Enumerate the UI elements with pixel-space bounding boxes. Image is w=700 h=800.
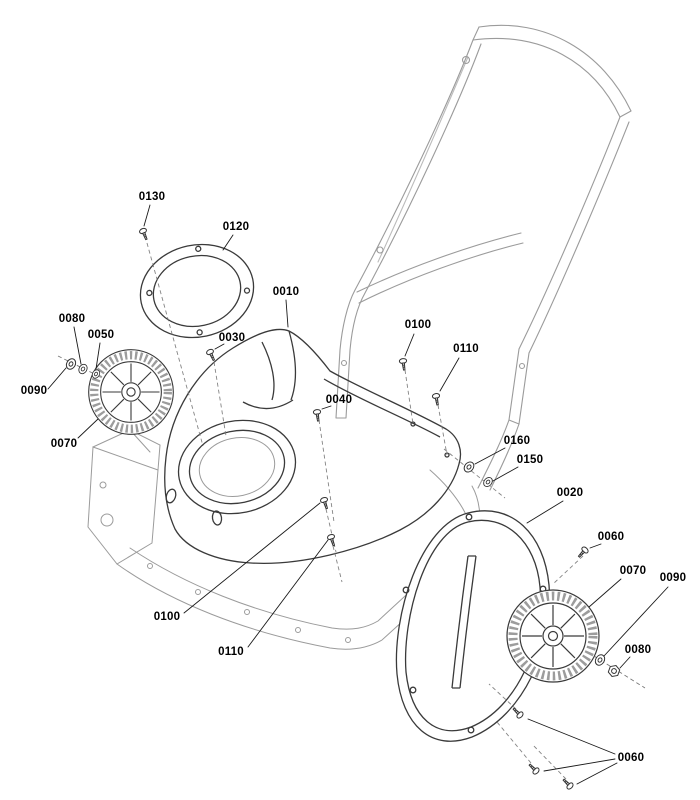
screw-0030 <box>205 347 218 363</box>
part-label-0030: 0030 <box>218 332 246 344</box>
part-label-0110-upper: 0110 <box>453 343 479 355</box>
part-label-0070-right: 0070 <box>619 565 647 577</box>
part-label-0100-upper: 0100 <box>404 319 432 331</box>
part-label-0090-right: 0090 <box>659 572 687 584</box>
belt-cover <box>395 510 551 742</box>
part-label-0160: 0160 <box>503 435 531 447</box>
part-label-0060-upper: 0060 <box>597 531 625 543</box>
washer-0080-left <box>76 362 90 376</box>
leader-lines <box>47 204 669 785</box>
part-label-0150: 0150 <box>516 454 544 466</box>
washer-0090-left <box>64 356 78 372</box>
washer-0160 <box>461 459 477 475</box>
frame-base <box>87 429 481 650</box>
fastener-axes <box>146 242 584 780</box>
handle-assembly <box>335 24 632 491</box>
part-label-0060-lower: 0060 <box>617 752 645 764</box>
screw-0060-bottom-1 <box>510 705 525 720</box>
screw-0040 <box>312 408 323 422</box>
mount-ring <box>139 243 255 339</box>
screw-0100-lower <box>319 496 331 511</box>
part-label-0120: 0120 <box>222 221 250 233</box>
screw-0060-upper <box>575 545 590 560</box>
part-label-0090-left: 0090 <box>20 385 48 397</box>
screw-0110-upper <box>431 392 442 406</box>
part-label-0080-right: 0080 <box>624 644 652 656</box>
main-cover <box>164 328 462 565</box>
wheel-left <box>89 350 174 435</box>
part-label-0050: 0050 <box>87 329 115 341</box>
part-label-0010: 0010 <box>272 286 300 298</box>
part-label-0070-left: 0070 <box>50 438 78 450</box>
screw-0100-upper <box>398 357 409 371</box>
screw-0060-bottom-2 <box>526 761 541 776</box>
part-label-0080-left: 0080 <box>58 313 86 325</box>
part-label-0020: 0020 <box>556 487 584 499</box>
part-label-0110-lower: 0110 <box>218 646 244 658</box>
part-label-0130: 0130 <box>138 191 166 203</box>
screw-0060-bottom-3 <box>560 776 575 791</box>
screw-0130 <box>138 226 151 242</box>
part-label-0100-lower: 0100 <box>153 611 181 623</box>
part-label-0040: 0040 <box>325 394 353 406</box>
wheel-right <box>507 590 599 682</box>
